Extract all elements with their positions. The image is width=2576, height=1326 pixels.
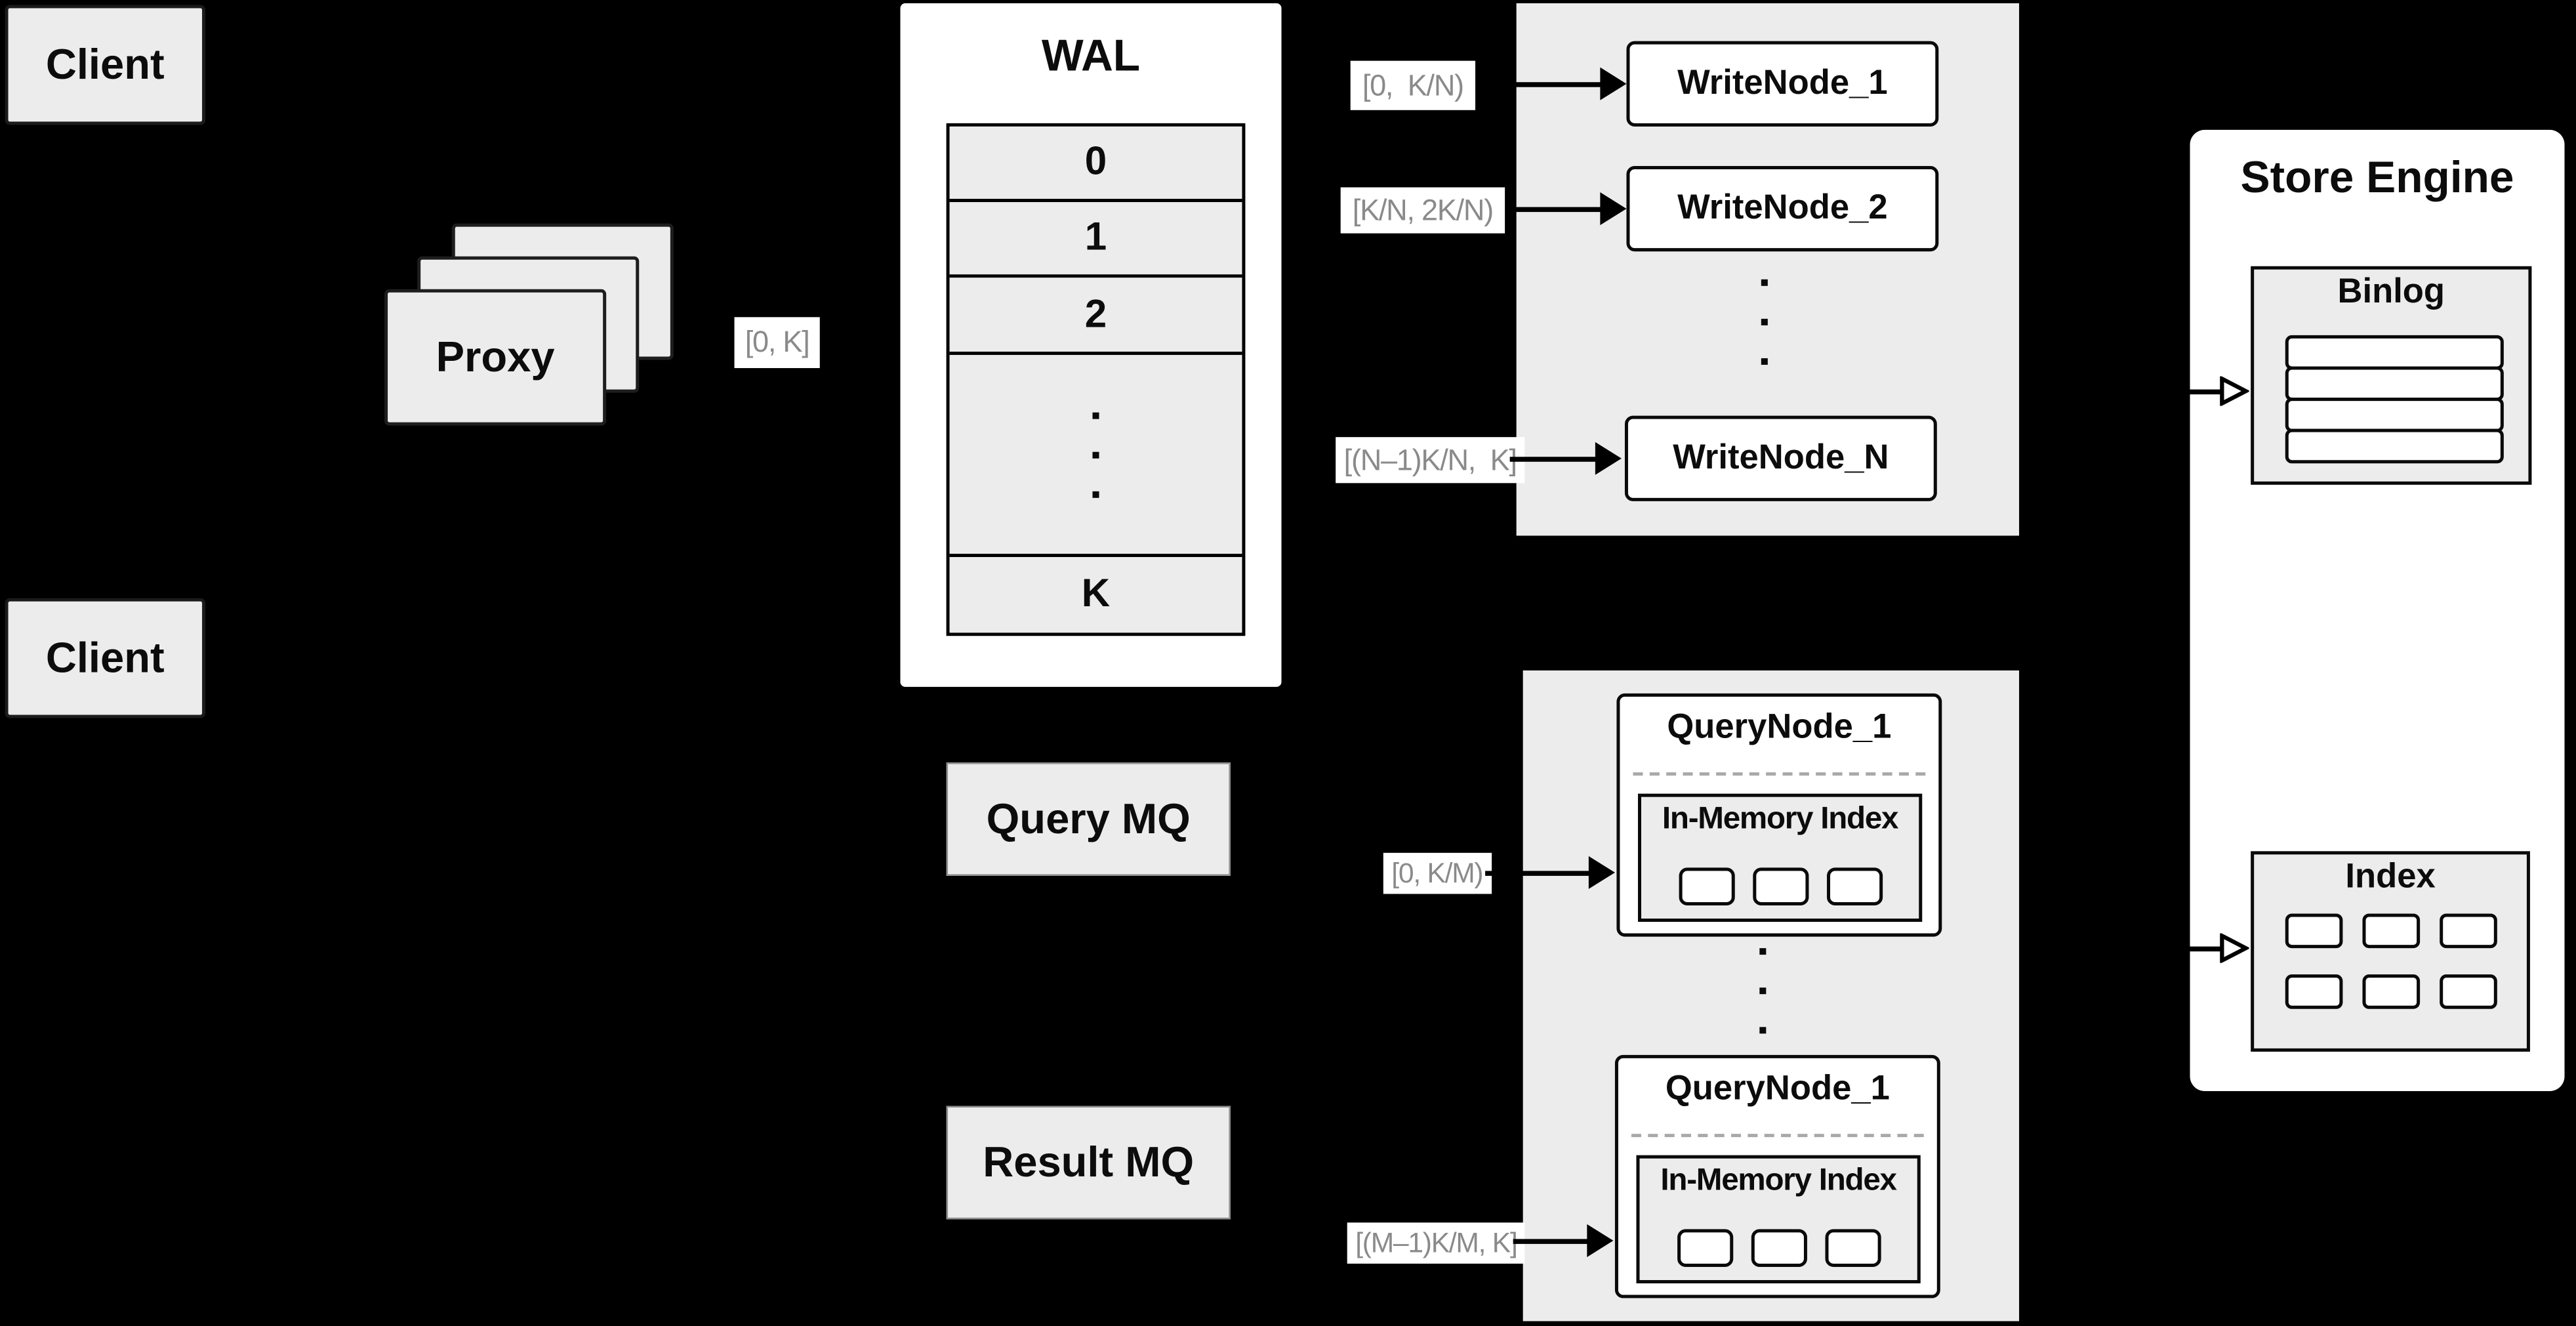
proxy-box-front: Proxy [384,289,607,426]
client-box-bottom: Client [5,598,206,718]
range-label-write-node-n: [(N–1)K/N, K] [1336,437,1525,484]
arrow-line-to-query-node-m [1513,1239,1589,1244]
arrow-line-to-index [2171,946,2222,951]
ellipsis-dot [1761,279,1768,286]
range-label-query-node-1: [0, K/M) [1383,852,1491,894]
in-memory-index-title: In-Memory Index [1660,1163,1897,1198]
in-memory-index-title: In-Memory Index [1662,802,1899,837]
binlog-row [2285,428,2504,464]
binlog-row [2285,335,2504,370]
index-cell [2438,913,2497,949]
range-label-query-node-m: [(M–1)K/M, K] [1347,1222,1526,1264]
segment-cell [1826,867,1882,905]
wal-row-1: 1 [949,202,1242,278]
ellipsis-dot [1761,358,1768,365]
segment-cell [1824,1229,1881,1267]
store-engine-title: Store Engine [2240,152,2514,203]
binlog-rows [2285,335,2504,464]
hollow-arrowhead-icon [2220,376,2249,406]
index-box: Index [2251,851,2530,1052]
write-node-1: WriteNode_1 [1626,41,1939,127]
ellipsis-dot [1092,411,1099,419]
wal-title: WAL [1041,31,1141,81]
hollow-arrowhead-icon [2220,933,2249,963]
query-node-bottom-title: QueryNode_1 [1665,1069,1890,1108]
proxy-label: Proxy [436,331,555,382]
query-node-top-title: QueryNode_1 [1667,708,1892,747]
vertical-ellipsis-icon [1092,411,1099,497]
ellipsis-dot [1092,490,1099,497]
arrow-line-to-binlog [2171,389,2222,394]
wal-row-k: K [949,557,1242,633]
segment-cell [1750,1229,1807,1267]
wal-row-2: 2 [949,278,1242,355]
arrowhead-icon [1588,856,1615,889]
dashed-divider [1633,772,1926,776]
arrowhead-icon [1587,1224,1614,1257]
in-memory-index-box: In-Memory Index [1637,793,1923,922]
write-node-2: WriteNode_2 [1626,165,1939,252]
index-title: Index [2345,858,2436,896]
segment-cell [1676,1229,1732,1267]
arrow-line-to-write-node-2 [1508,207,1602,213]
ellipsis-dot [1092,451,1099,458]
wal-row-0: 0 [949,126,1242,203]
range-label-write-node-1: [0, K/N) [1350,60,1476,110]
ellipsis-dot [1759,1027,1767,1034]
wal-panel: WAL 0 1 2 K [900,3,1282,687]
arrow-line-to-write-node-n [1509,457,1599,462]
index-segment-cells [1639,1229,1917,1267]
range-label-proxy-to-wal: [0, K] [734,317,820,369]
client-top-label: Client [45,39,165,89]
binlog-row [2285,366,2504,402]
query-mq-box: Query MQ [946,762,1231,876]
arrow-line-to-write-node-1 [1479,82,1602,87]
index-cell [2361,974,2419,1009]
store-engine-panel: Store Engine Binlog Index [2190,129,2565,1091]
arrow-line-to-query-node-1 [1485,871,1591,876]
result-mq-box: Result MQ [946,1106,1231,1220]
segment-cell [1678,867,1734,905]
binlog-title: Binlog [2337,272,2445,311]
binlog-box: Binlog [2251,266,2532,485]
index-cells-row [2254,974,2527,1009]
client-bottom-label: Client [45,632,165,682]
index-cell [2438,974,2497,1009]
write-node-n: WriteNode_N [1624,415,1937,501]
client-box-top: Client [5,5,206,125]
segment-cell [1752,867,1809,905]
ellipsis-dot [1759,948,1767,955]
dashed-divider [1631,1134,1924,1138]
query-node-top: QueryNode_1 In-Memory Index [1616,693,1942,937]
index-segment-cells [1641,867,1919,905]
vertical-ellipsis-icon [1759,948,1767,1034]
query-node-bottom: QueryNode_1 In-Memory Index [1614,1054,1940,1298]
in-memory-index-box: In-Memory Index [1636,1155,1921,1284]
arrowhead-icon [1595,442,1622,475]
range-label-write-node-2: [K/N, 2K/N) [1340,187,1505,234]
arrowhead-icon [1600,192,1627,226]
wal-segment-table: 0 1 2 K [946,123,1246,636]
vertical-ellipsis-icon [1761,279,1768,365]
index-cell [2284,974,2342,1009]
ellipsis-dot [1759,987,1767,995]
wal-row-ellipsis [949,354,1242,558]
index-cells-row [2254,913,2527,949]
binlog-row [2285,398,2504,432]
index-cell [2284,913,2342,949]
ellipsis-dot [1761,318,1768,325]
arrowhead-icon [1600,67,1627,100]
index-cell [2361,913,2419,949]
